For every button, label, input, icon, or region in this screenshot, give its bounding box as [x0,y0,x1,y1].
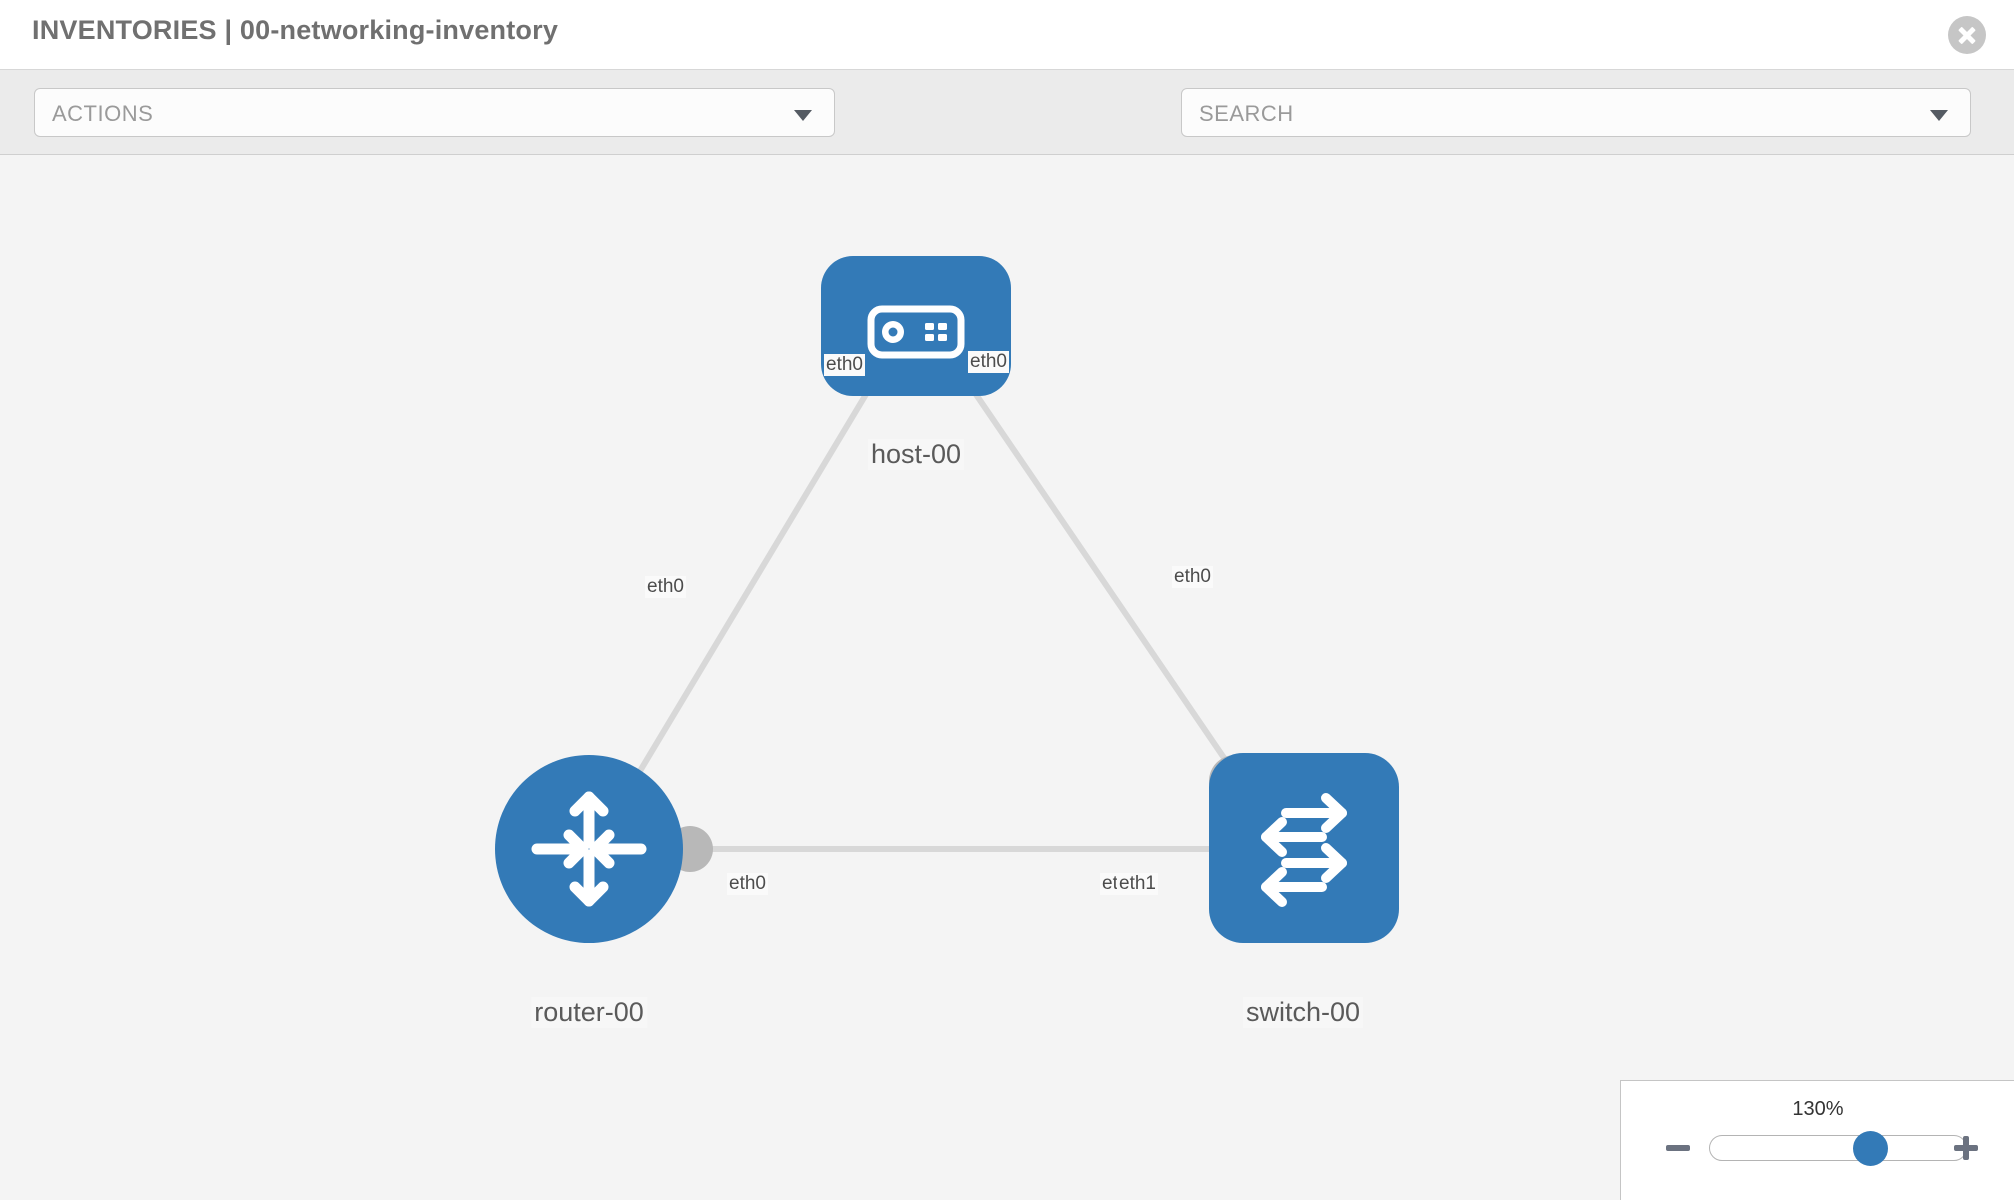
edge-label-switch-uplink: eth0 [1172,566,1213,588]
node-host-00[interactable] [821,256,1011,396]
zoom-level-value: 130% [1792,1098,1844,1120]
topology-canvas[interactable]: host-00 router-00 switch-00 eth0 eth0 et… [0,156,2014,1200]
topology-links [622,369,1253,852]
chevron-down-icon [1930,110,1948,121]
search-placeholder: SEARCH [1199,101,1294,126]
node-label-router: router-00 [531,997,647,1028]
node-label-host: host-00 [867,439,965,470]
topology-graph [495,256,1399,943]
zoom-slider-thumb[interactable] [1853,1131,1888,1166]
page-header: INVENTORIES | 00-networking-inventory [0,0,2014,70]
close-icon[interactable] [1948,16,1986,54]
edge-label-host-right: eth0 [968,351,1009,373]
node-switch-00[interactable] [1209,753,1399,943]
node-router-00[interactable] [495,755,683,943]
link-router-host[interactable] [622,369,883,798]
link-host-switch[interactable] [957,369,1253,798]
chevron-down-icon [794,110,812,121]
edge-label-host-left: eth0 [824,354,865,376]
actions-dropdown[interactable]: ACTIONS [34,88,835,137]
zoom-slider-track[interactable] [1709,1131,1967,1166]
zoom-control-panel: 130% [1620,1080,2014,1200]
node-label-switch: switch-00 [1242,997,1364,1028]
edge-label-router-uplink: eth0 [645,576,686,598]
minus-icon[interactable] [1663,1133,1693,1163]
edge-label-router-eth0: eth0 [727,873,768,895]
edge-label-switch-eth1: eth1 [1117,873,1158,895]
plus-icon[interactable] [1951,1133,1981,1163]
toolbar: ACTIONS SEARCH [0,70,2014,199]
search-input[interactable]: SEARCH [1181,88,1971,137]
actions-dropdown-label: ACTIONS [52,101,154,126]
page-title: INVENTORIES | 00-networking-inventory [32,15,559,45]
topology-ports [667,338,1266,872]
